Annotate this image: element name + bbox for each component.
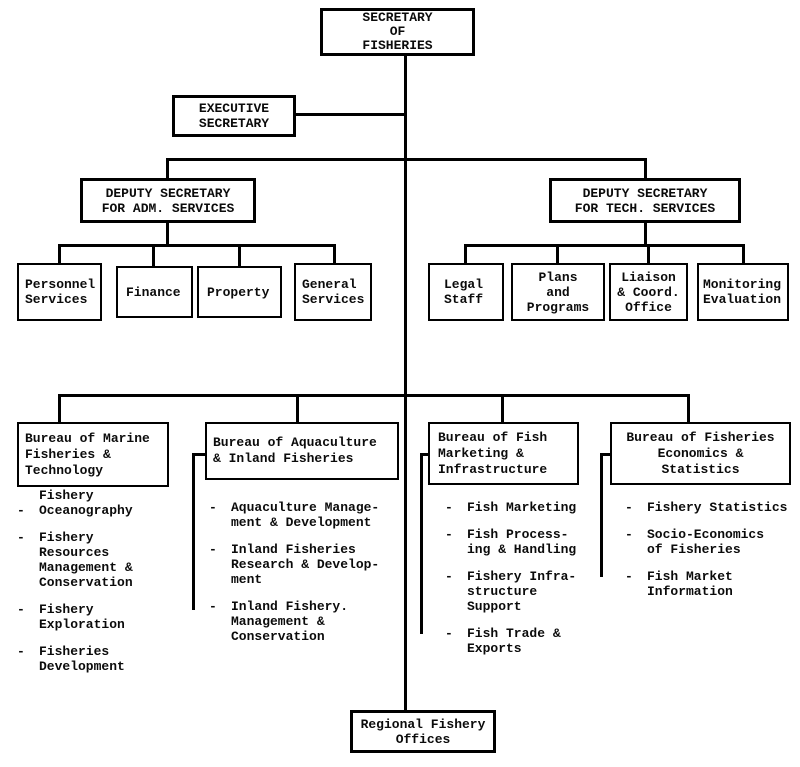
connector-line [58, 244, 336, 247]
connector-line [742, 244, 745, 265]
list-item: - Fishery Statistics [625, 500, 788, 515]
node-label: DEPUTY SECRETARY FOR ADM. SERVICES [101, 185, 235, 216]
node-regional-fishery-offices: Regional Fishery Offices [350, 710, 496, 753]
list-item: - Fishery Resources Management & Conserv… [17, 530, 133, 590]
connector-line [600, 453, 612, 456]
node-label: Bureau of Fish Marketing & Infrastructur… [438, 429, 548, 477]
list-fisheries-economics-functions: - Fishery Statistics - Socio-Economics o… [625, 500, 795, 611]
connector-line [420, 453, 423, 634]
node-secretary-of-fisheries: SECRETARY OF FISHERIES [320, 8, 475, 56]
connector-line [166, 158, 169, 180]
list-item: - Fish Process- ing & Handling [445, 527, 577, 557]
node-label: Legal Staff [444, 277, 484, 307]
list-item: - Socio-Economics of Fisheries [625, 527, 765, 557]
list-item: - Fishery Oceanography [17, 488, 133, 518]
node-legal-staff: Legal Staff [428, 263, 504, 321]
dash-bullet: - [625, 527, 633, 542]
connector-line [600, 453, 603, 577]
connector-line [152, 244, 155, 268]
list-item: - Fish Marketing [445, 500, 577, 515]
dash-bullet: - [17, 602, 25, 617]
dash-bullet: - [17, 644, 25, 659]
list-item: - Inland Fishery. Management & Conservat… [209, 599, 349, 644]
dash-bullet: - [445, 569, 453, 584]
list-aquaculture-inland-functions: - Aquaculture Manage- ment & Development… [209, 500, 404, 656]
node-label: SECRETARY OF FISHERIES [362, 10, 433, 53]
list-item: - Fisheries Development [17, 644, 125, 674]
connector-line [687, 394, 690, 422]
list-item: - Fishery Exploration [17, 602, 125, 632]
list-marine-fisheries-functions: - Fishery Oceanography - Fishery Resourc… [17, 488, 189, 686]
list-item: - Fish Market Information [625, 569, 733, 599]
node-finance: Finance [116, 266, 193, 318]
node-label: Bureau of Marine Fisheries & Technology [25, 430, 150, 478]
connector-line [404, 53, 407, 711]
node-label: Monitoring Evaluation [703, 277, 782, 307]
connector-line [296, 113, 407, 116]
connector-line [647, 244, 650, 265]
node-general-services: General Services [294, 263, 372, 321]
node-bureau-aquaculture-inland: Bureau of Aquaculture & Inland Fisheries [205, 422, 399, 480]
node-bureau-marine-fisheries: Bureau of Marine Fisheries & Technology [17, 422, 169, 487]
connector-line [644, 158, 647, 180]
node-deputy-secretary-tech: DEPUTY SECRETARY FOR TECH. SERVICES [549, 178, 741, 223]
list-fish-marketing-functions: - Fish Marketing - Fish Process- ing & H… [445, 500, 595, 668]
dash-bullet: - [209, 542, 217, 557]
connector-line [501, 394, 504, 422]
connector-line [58, 394, 690, 397]
dash-bullet: - [445, 500, 453, 515]
node-plans-and-programs: Plans and Programs [511, 263, 605, 321]
node-bureau-fisheries-economics: Bureau of Fisheries Economics & Statisti… [610, 422, 791, 485]
dash-bullet: - [445, 626, 453, 641]
dash-bullet: - [17, 530, 25, 545]
connector-line [58, 394, 61, 422]
dash-bullet: - [625, 569, 633, 584]
dash-bullet: - [625, 500, 633, 515]
node-label: Liaison & Coord. Office [617, 269, 680, 315]
connector-line [333, 244, 336, 265]
node-label: General Services [302, 277, 365, 307]
connector-line [420, 453, 430, 456]
dash-bullet: - [17, 503, 25, 518]
list-item: - Aquaculture Manage- ment & Development [209, 500, 380, 530]
node-label: Bureau of Aquaculture & Inland Fisheries [213, 435, 377, 466]
connector-line [192, 453, 208, 456]
node-label: EXECUTIVE SECRETARY [198, 101, 270, 131]
node-bureau-fish-marketing: Bureau of Fish Marketing & Infrastructur… [428, 422, 579, 485]
node-label: Personnel Services [25, 277, 96, 307]
node-monitoring-evaluation: Monitoring Evaluation [697, 263, 789, 321]
node-label: Regional Fishery Offices [360, 716, 486, 747]
node-label: Bureau of Fisheries Economics & Statisti… [626, 429, 775, 477]
connector-line [192, 453, 195, 610]
dash-bullet: - [209, 500, 217, 515]
connector-line [58, 244, 61, 265]
node-executive-secretary: EXECUTIVE SECRETARY [172, 95, 296, 137]
node-label: Plans and Programs [526, 269, 590, 315]
node-property: Property [197, 266, 282, 318]
node-personnel-services: Personnel Services [17, 263, 102, 321]
list-item: - Inland Fisheries Research & Develop- m… [209, 542, 380, 587]
connector-line [556, 244, 559, 265]
connector-line [166, 222, 169, 246]
connector-line [238, 244, 241, 268]
node-deputy-secretary-adm: DEPUTY SECRETARY FOR ADM. SERVICES [80, 178, 256, 223]
list-item: - Fishery Infra- structure Support [445, 569, 577, 614]
node-label: Property [207, 284, 270, 300]
dash-bullet: - [445, 527, 453, 542]
connector-line [166, 158, 647, 161]
node-liaison-coord-office: Liaison & Coord. Office [609, 263, 688, 321]
connector-line [644, 222, 647, 246]
connector-line [464, 244, 745, 247]
node-label: DEPUTY SECRETARY FOR TECH. SERVICES [574, 185, 716, 216]
dash-bullet: - [209, 599, 217, 614]
list-item: - Fish Trade & Exports [445, 626, 561, 656]
connector-line [296, 394, 299, 422]
node-label: Finance [126, 284, 181, 300]
connector-line [464, 244, 467, 265]
